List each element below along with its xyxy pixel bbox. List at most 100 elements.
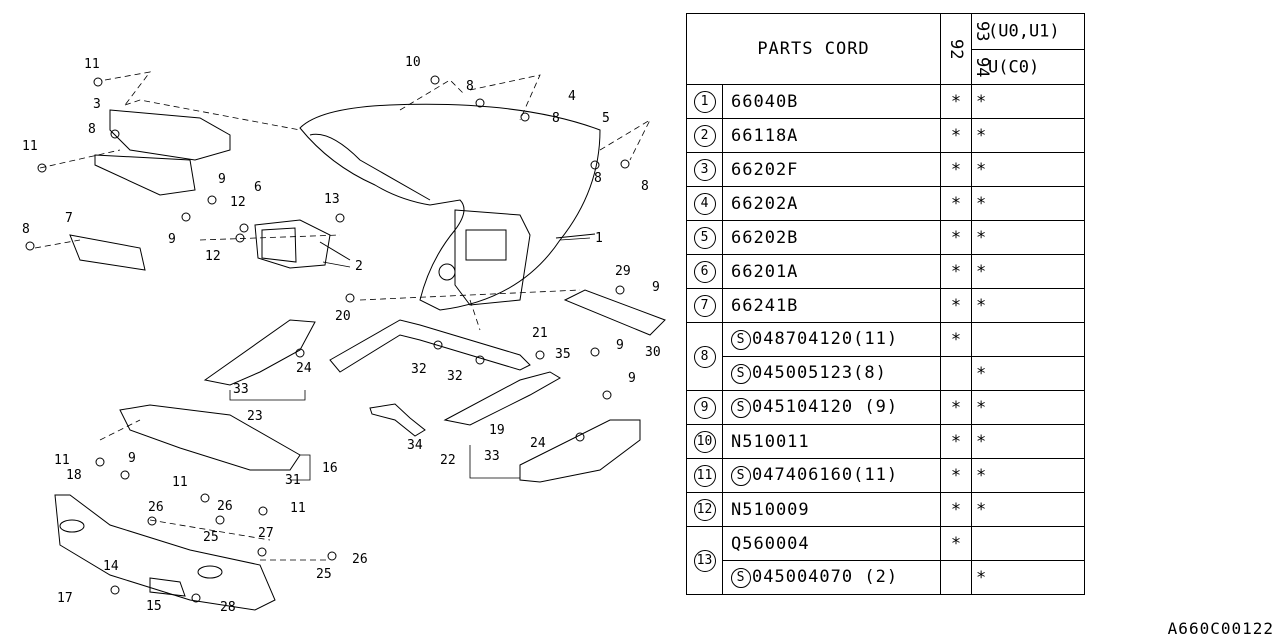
fastener-icon bbox=[590, 160, 600, 170]
parts-cord-header: PARTS CORD bbox=[686, 13, 941, 85]
part-code-text: N510009 bbox=[731, 499, 810, 520]
part-code-text: 66201A bbox=[731, 261, 799, 282]
applicability-93-94: * bbox=[971, 152, 1085, 187]
part-code-text: N510011 bbox=[731, 431, 810, 452]
part-callout: 19 bbox=[489, 423, 505, 438]
table-row: 12 N510009 ** bbox=[686, 492, 1085, 527]
applicability-93-94: * bbox=[971, 118, 1085, 153]
part-code-text: 048704120(11) bbox=[752, 329, 899, 349]
catalog-number: A660C00122 bbox=[1167, 619, 1274, 638]
center-console-frame bbox=[454, 209, 531, 306]
col-b1-stack: 93 bbox=[972, 21, 992, 42]
part-callout: 24 bbox=[530, 436, 546, 451]
fastener-icon bbox=[93, 77, 103, 87]
part-callout: 8 bbox=[466, 79, 474, 94]
applicability-93-94: * bbox=[971, 186, 1085, 221]
col-a-label: 92 bbox=[946, 38, 966, 60]
part-callout: 8 bbox=[594, 171, 602, 186]
part-callout: 29 bbox=[615, 264, 631, 279]
part-code: 66201A bbox=[722, 254, 941, 289]
part-callout: 18 bbox=[66, 468, 82, 483]
applicability-92: * bbox=[940, 152, 972, 187]
part-callout: 14 bbox=[103, 559, 119, 574]
part-callout: 8 bbox=[88, 122, 96, 137]
fastener-icon bbox=[602, 390, 612, 400]
fastener-icon bbox=[620, 159, 630, 169]
applicability-92: * bbox=[940, 390, 972, 425]
reference-number: 1 bbox=[686, 84, 723, 119]
fastener-icon bbox=[257, 547, 267, 557]
reference-number: 12 bbox=[686, 492, 723, 527]
part-code: 66040B bbox=[722, 84, 941, 119]
reference-circle: 2 bbox=[693, 125, 716, 147]
reference-circle: 8 bbox=[693, 346, 716, 368]
brace bbox=[369, 403, 426, 437]
applicability-92: * bbox=[940, 458, 972, 493]
part-callout: 25 bbox=[203, 530, 219, 545]
applicability-93-94: * bbox=[971, 288, 1085, 323]
part-code: 66241B bbox=[722, 288, 941, 323]
part-callout: 2 bbox=[355, 259, 363, 274]
fastener-icon bbox=[110, 129, 120, 139]
reference-circle: 10 bbox=[693, 431, 716, 453]
part-callout: 20 bbox=[335, 309, 351, 324]
standard-part-icon: S bbox=[731, 330, 751, 350]
part-callout: 12 bbox=[230, 195, 246, 210]
fastener-icon bbox=[258, 506, 268, 516]
reference-number: 5 bbox=[686, 220, 723, 255]
part-callout: 9 bbox=[218, 172, 226, 187]
reference-circle: 3 bbox=[693, 159, 716, 181]
applicability-92: * bbox=[940, 526, 972, 561]
fastener-icon bbox=[191, 593, 201, 603]
fastener-icon bbox=[239, 223, 249, 233]
applicability-92 bbox=[940, 356, 972, 391]
reference-circle: 9 bbox=[693, 397, 716, 419]
reference-number: 11 bbox=[686, 458, 723, 493]
fastener-icon bbox=[520, 112, 530, 122]
part-callout: 11 bbox=[172, 475, 188, 490]
applicability-92: * bbox=[940, 288, 972, 323]
part-callout: 32 bbox=[411, 362, 427, 377]
part-callout: 16 bbox=[322, 461, 338, 476]
fastener-icon bbox=[475, 98, 485, 108]
applicability-92: * bbox=[940, 254, 972, 289]
part-callout: 1 bbox=[595, 231, 603, 246]
reference-circle: 11 bbox=[693, 465, 716, 487]
reference-number: 13 bbox=[686, 526, 723, 595]
part-callout: 31 bbox=[285, 473, 301, 488]
reference-number: 9 bbox=[686, 390, 723, 425]
col-b1-text: (U0,U1) bbox=[988, 21, 1060, 42]
part-callout: 10 bbox=[405, 55, 421, 70]
fastener-icon bbox=[215, 515, 225, 525]
applicability-92: * bbox=[940, 492, 972, 527]
part-callout: 8 bbox=[552, 111, 560, 126]
upper-bracket bbox=[109, 109, 231, 161]
applicability-93-94: * bbox=[971, 560, 1085, 595]
part-callout: 22 bbox=[440, 453, 456, 468]
reference-number: 10 bbox=[686, 424, 723, 459]
part-callout: 25 bbox=[316, 567, 332, 582]
part-code-text: 66202F bbox=[731, 159, 799, 180]
part-callout: 12 bbox=[205, 249, 221, 264]
fastener-icon bbox=[207, 195, 217, 205]
knee-pad bbox=[519, 419, 641, 483]
column-header-94: 94U(C0) bbox=[971, 48, 1085, 85]
column-header-93: 93(U0,U1) bbox=[971, 13, 1085, 50]
part-callout: 9 bbox=[128, 451, 136, 466]
reference-circle: 4 bbox=[693, 193, 716, 215]
reference-number: 4 bbox=[686, 186, 723, 221]
part-code-text: 045004070 (2) bbox=[752, 567, 899, 587]
applicability-92: * bbox=[940, 322, 972, 357]
reference-number: 8 bbox=[686, 322, 723, 391]
applicability-93-94: * bbox=[971, 492, 1085, 527]
reference-circle: 7 bbox=[693, 295, 716, 317]
